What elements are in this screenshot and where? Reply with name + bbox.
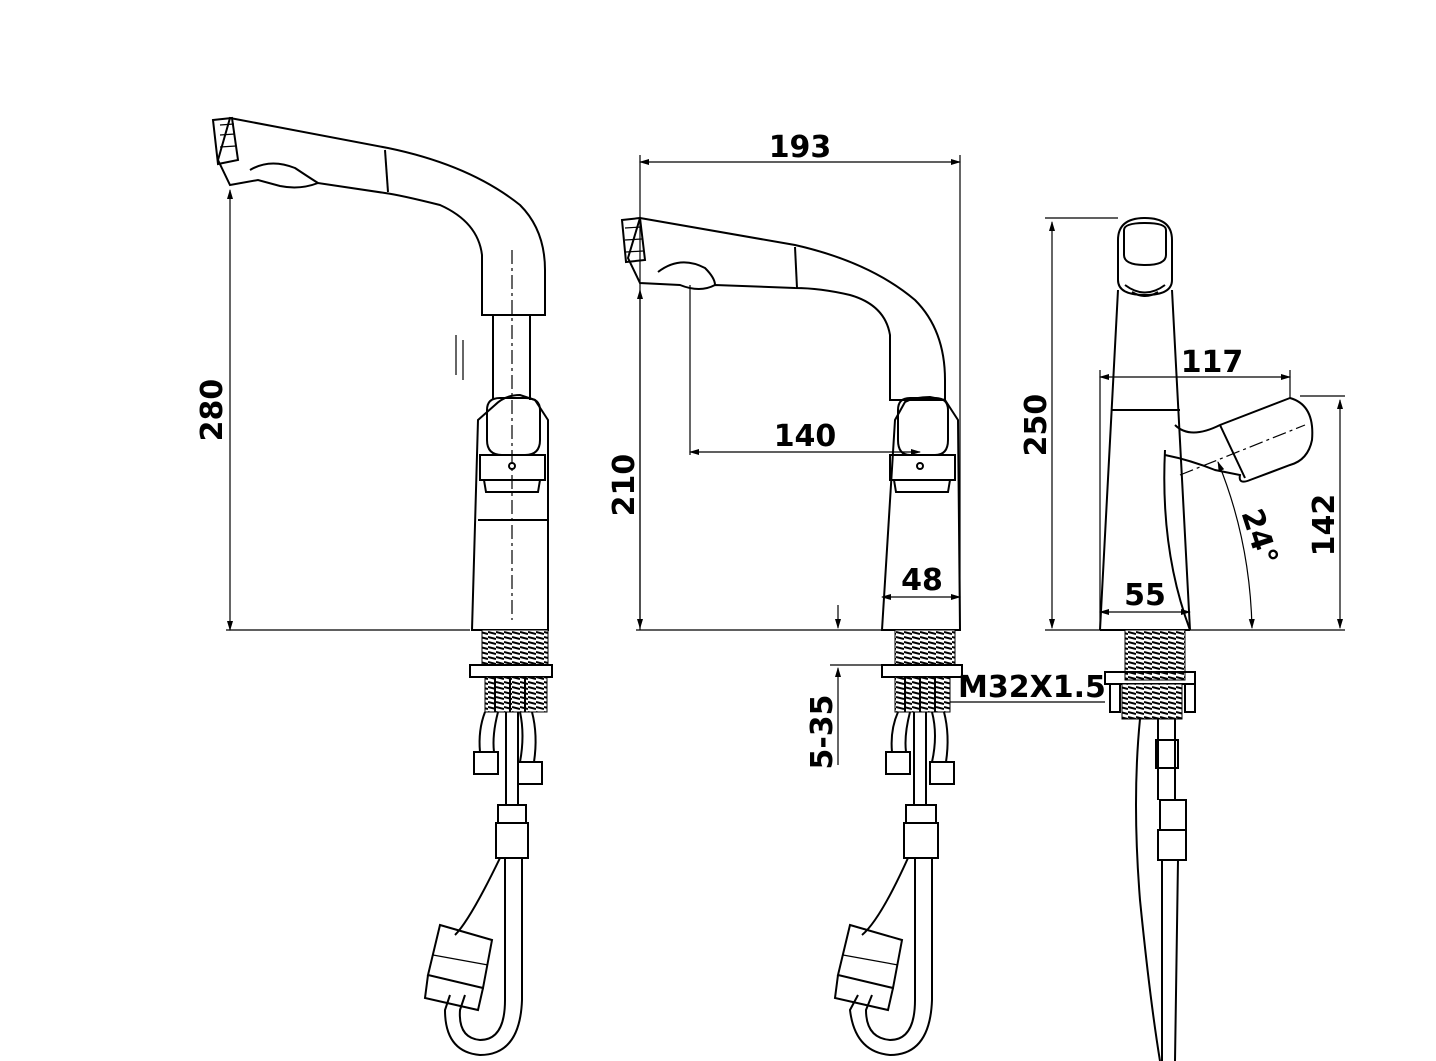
faucet-view-left: 280 <box>195 116 553 1057</box>
dim-handle-height: 142 <box>1307 494 1342 557</box>
faucet-view-front: 193 210 140 48 5-35 M32X1.5 <box>607 130 1106 1057</box>
dim-handle-reach: 117 <box>1181 345 1244 380</box>
dim-body-width-side: 55 <box>1124 578 1166 613</box>
dim-spout-height: 210 <box>607 454 642 517</box>
dim-thread: M32X1.5 <box>958 670 1106 705</box>
dim-body-width-front: 48 <box>901 563 943 598</box>
dim-spout-to-axis: 140 <box>774 419 837 454</box>
dim-deck-thickness: 5-35 <box>805 694 840 769</box>
dim-spout-reach: 193 <box>769 130 832 165</box>
dim-side-height: 250 <box>1019 394 1054 457</box>
faucet-view-side: 250 117 142 55 24° <box>1019 216 1345 1061</box>
dim-overall-height: 280 <box>195 379 230 442</box>
dim-handle-angle: 24° <box>1234 505 1285 570</box>
